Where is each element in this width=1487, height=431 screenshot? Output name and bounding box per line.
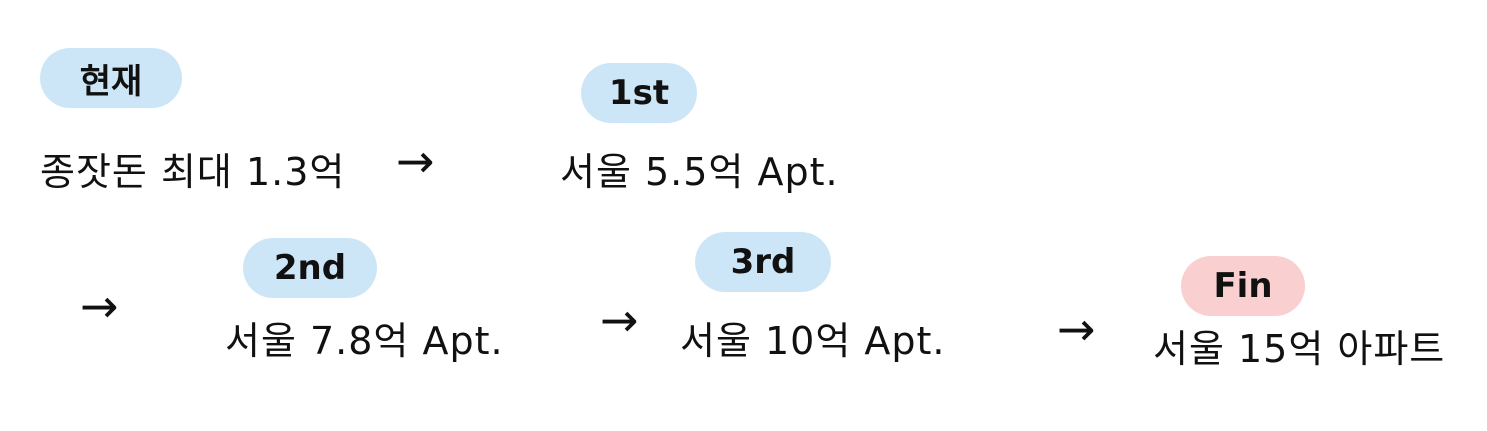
badge-1st: 1st — [581, 63, 697, 123]
badge-3rd: 3rd — [695, 232, 831, 292]
arrow-icon-1: → — [396, 134, 435, 188]
label-current: 종잣돈 최대 1.3억 — [40, 150, 346, 194]
label-fin: 서울 15억 아파트 — [1153, 327, 1446, 371]
arrow-icon-2: → — [80, 279, 119, 333]
label-2nd: 서울 7.8억 Apt. — [225, 319, 504, 363]
badge-current: 현재 — [40, 48, 182, 108]
label-1st: 서울 5.5억 Apt. — [560, 150, 839, 194]
arrow-icon-4: → — [1057, 302, 1096, 356]
badge-fin: Fin — [1181, 256, 1305, 316]
label-3rd: 서울 10억 Apt. — [680, 319, 946, 363]
badge-2nd: 2nd — [243, 238, 377, 298]
arrow-icon-3: → — [600, 293, 639, 347]
